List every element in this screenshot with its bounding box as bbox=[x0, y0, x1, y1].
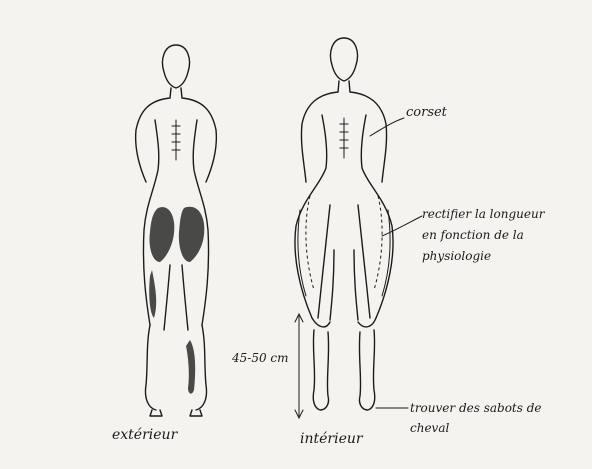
measure-label: 45-50 cm bbox=[232, 352, 289, 365]
corset-label: corset bbox=[406, 106, 447, 120]
interior-figure bbox=[295, 38, 393, 410]
right-caption: intérieur bbox=[300, 432, 363, 447]
rectify-label: rectifier la longueur en fonction de la … bbox=[422, 204, 544, 267]
hoof-label: trouver des sabots de cheval bbox=[410, 398, 542, 439]
exterior-figure bbox=[136, 45, 217, 416]
left-caption: extérieur bbox=[112, 428, 177, 443]
rectify-leader-line bbox=[382, 216, 422, 236]
